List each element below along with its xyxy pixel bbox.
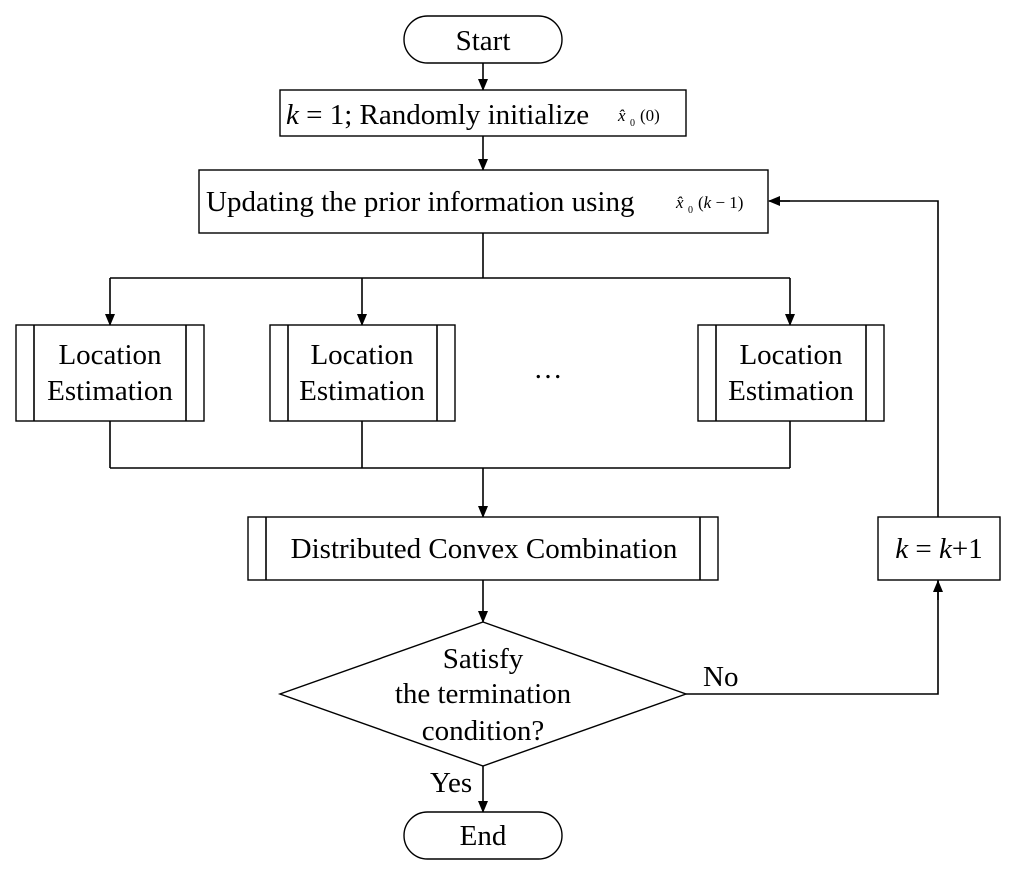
- end-terminal: End: [403, 811, 563, 860]
- update-xhat: x̂: [675, 193, 684, 212]
- increment-label: k = k+1: [895, 533, 982, 565]
- init-text: k = 1; Randomly initialize: [286, 99, 589, 131]
- location-estimation-3-line2: Estimation: [728, 375, 854, 407]
- location-estimation-1-line1: Location: [58, 339, 162, 371]
- init-k: k: [286, 99, 300, 131]
- ellipsis: …: [534, 353, 563, 385]
- location-estimation-3: Location Estimation: [697, 324, 885, 422]
- decision-line3: condition?: [422, 715, 544, 747]
- update-xhat-subscript: 0: [688, 205, 693, 216]
- update-label: Updating the prior information using: [206, 186, 635, 218]
- increment-box: k = k+1: [877, 516, 1001, 581]
- start-terminal: Start: [403, 15, 563, 64]
- decision-line2: the termination: [395, 678, 572, 710]
- no-branch-line: [686, 580, 939, 695]
- init-label: = 1; Randomly initialize: [299, 99, 589, 131]
- location-estimation-1-line2: Estimation: [47, 375, 173, 407]
- location-estimation-2-line2: Estimation: [299, 375, 425, 407]
- init-arg: (0): [640, 106, 660, 125]
- loop-back-line: [780, 200, 939, 517]
- decision-diamond: Satisfy the termination condition?: [277, 621, 689, 767]
- location-estimation-2: Location Estimation: [269, 324, 456, 422]
- decision-line1: Satisfy: [443, 643, 524, 675]
- init-xhat-subscript: 0: [630, 118, 635, 129]
- init-box: k = 1; Randomly initialize x̂ 0 (0): [279, 89, 687, 137]
- yes-label: Yes: [430, 767, 472, 799]
- combination-label: Distributed Convex Combination: [291, 533, 678, 565]
- location-estimation-3-line1: Location: [739, 339, 843, 371]
- update-box: Updating the prior information using x̂ …: [198, 169, 769, 234]
- combination-box: Distributed Convex Combination: [247, 516, 719, 581]
- update-arg: (k − 1): [698, 193, 743, 212]
- location-estimation-1: Location Estimation: [15, 324, 205, 422]
- no-label: No: [703, 661, 738, 693]
- init-xhat: x̂: [617, 106, 626, 125]
- location-estimation-2-line1: Location: [310, 339, 414, 371]
- end-label: End: [460, 820, 507, 852]
- start-label: Start: [456, 25, 511, 57]
